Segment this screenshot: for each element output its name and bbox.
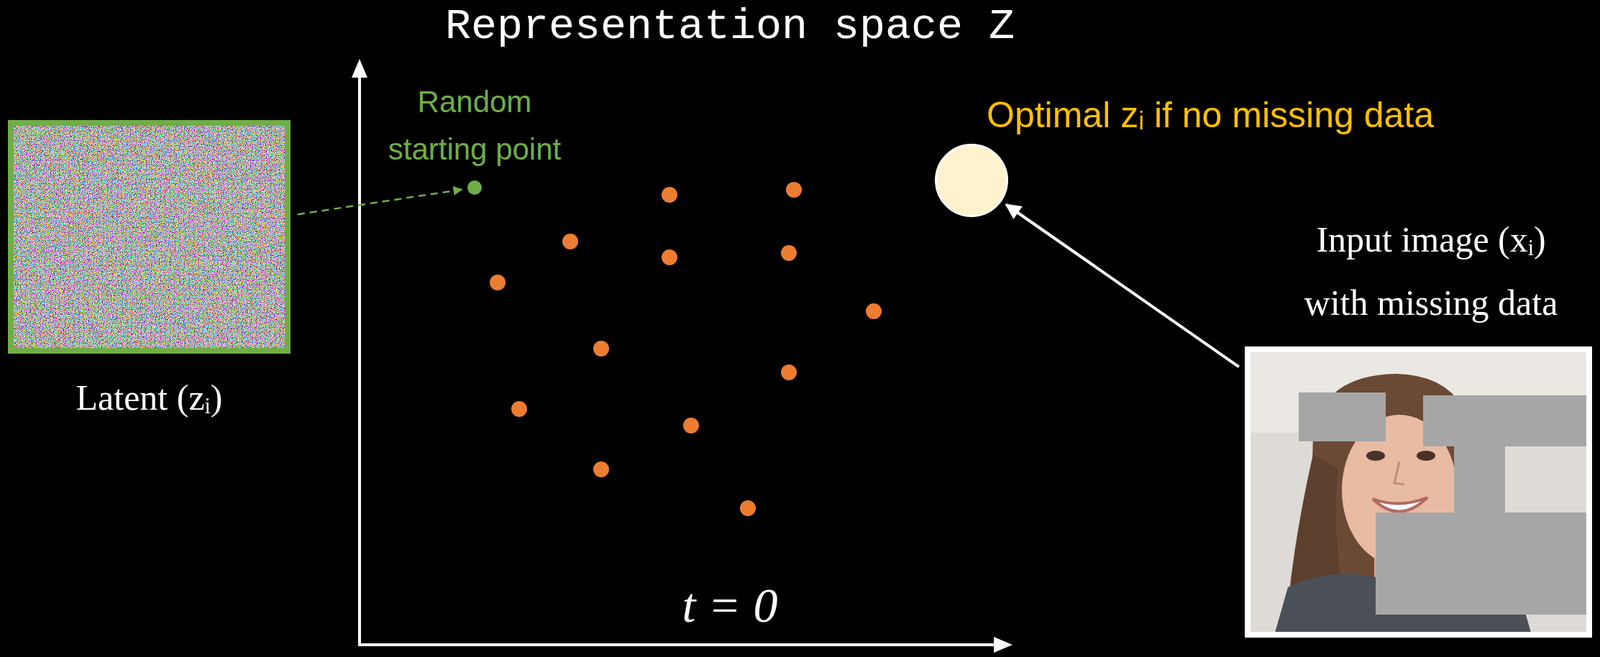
y-axis [358, 74, 361, 646]
axes [351, 58, 1013, 653]
latent-image-box: Latent (zᵢ) [7, 120, 291, 354]
time-step-label: t = 0 [586, 575, 874, 636]
image-frame [7, 120, 291, 354]
eye [1416, 450, 1436, 461]
missing-data-masks [1298, 392, 1587, 615]
sample-points [489, 181, 882, 517]
diagram-title: Representation space Z [370, 1, 1090, 52]
smile [1372, 497, 1428, 512]
image-frame [1244, 346, 1593, 638]
sample-point [661, 249, 678, 266]
sample-point [739, 500, 756, 517]
node-label: Optimal zᵢ if no missing data [986, 93, 1434, 137]
starting-point-dot: Random starting point [377, 78, 572, 195]
axis-arrowhead [993, 637, 1013, 653]
sample-point [661, 186, 678, 203]
nose [1394, 461, 1405, 485]
sample-point [593, 461, 610, 478]
point-marker [934, 143, 1009, 218]
eye [1366, 450, 1385, 461]
node-label: Random starting point [377, 78, 572, 174]
optimal-point-circle: Optimal zᵢ if no missing data [934, 143, 1009, 218]
sample-point [780, 245, 797, 262]
sample-point [511, 401, 528, 418]
sample-point [865, 303, 882, 320]
sample-point [785, 181, 802, 198]
photo-background [1250, 352, 1587, 633]
x-axis [358, 643, 996, 647]
sample-point [593, 340, 610, 357]
mask [1454, 446, 1506, 513]
face-photo [1250, 352, 1587, 633]
input-image-box: Input image (xᵢ) with missing data [1244, 346, 1593, 638]
node-label: Latent (zᵢ) [0, 376, 320, 420]
sample-point [489, 274, 506, 291]
mask [1298, 392, 1386, 442]
axis-arrowhead [351, 58, 368, 78]
node-label: Input image (xᵢ) with missing data [1290, 207, 1572, 335]
mask [1423, 395, 1587, 447]
sample-point [683, 417, 699, 434]
dashed-arrow [297, 189, 462, 216]
arrow [1006, 204, 1239, 368]
sample-point [562, 233, 579, 250]
sample-point [780, 364, 797, 381]
point-marker [467, 180, 482, 195]
noise-image [13, 125, 285, 349]
mask [1375, 512, 1587, 615]
